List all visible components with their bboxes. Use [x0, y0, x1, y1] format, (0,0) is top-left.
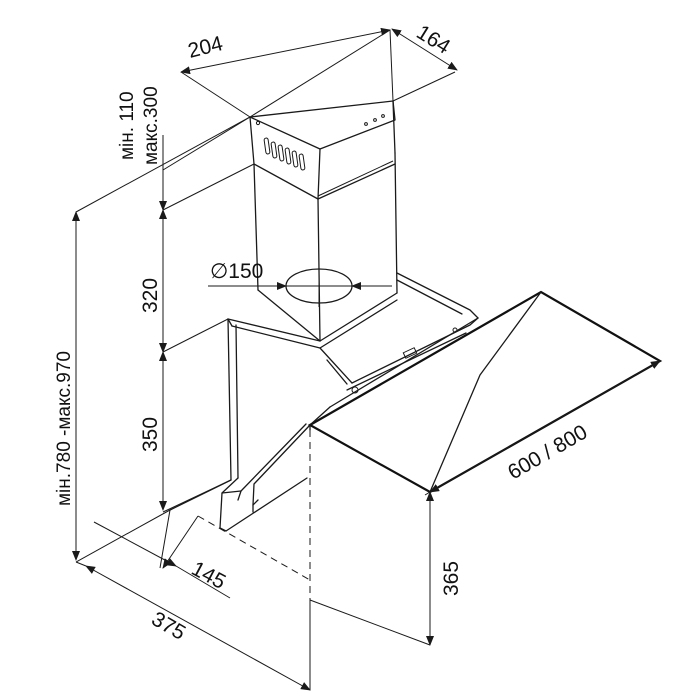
label-duct-min: мін. 110: [117, 91, 138, 160]
label-320: 320: [139, 278, 162, 313]
label-600-800: 600 / 800: [504, 421, 591, 485]
label-145: 145: [188, 557, 230, 594]
duct-top-face: [249, 100, 396, 150]
duct-cover: [249, 100, 398, 342]
body-top-plate: [227, 292, 398, 342]
label-150: ∅150: [210, 260, 263, 283]
dim-duct-lower: [159, 209, 229, 353]
dim-total-height: [72, 116, 251, 563]
vent-slots: [263, 137, 306, 171]
label-duct-max: макс.300: [141, 86, 162, 165]
dim-glass-height: [309, 491, 434, 646]
dim-depth-total: [75, 561, 311, 691]
label-204: 204: [186, 32, 226, 63]
dim-duct-depth: [249, 28, 458, 118]
label-total-height: мін.780 -макс.970: [54, 351, 75, 506]
duct-top-block: [249, 116, 321, 200]
dim-duct-top-range: [159, 116, 255, 211]
label-164: 164: [412, 21, 454, 59]
label-365: 365: [440, 561, 463, 596]
label-375: 375: [148, 607, 190, 644]
outlet-circle: [280, 265, 358, 307]
dim-width: [424, 360, 661, 496]
dim-body-height: [159, 351, 232, 513]
hidden-edges: [197, 430, 311, 600]
label-350: 350: [139, 417, 162, 452]
hood-body: [169, 272, 479, 532]
